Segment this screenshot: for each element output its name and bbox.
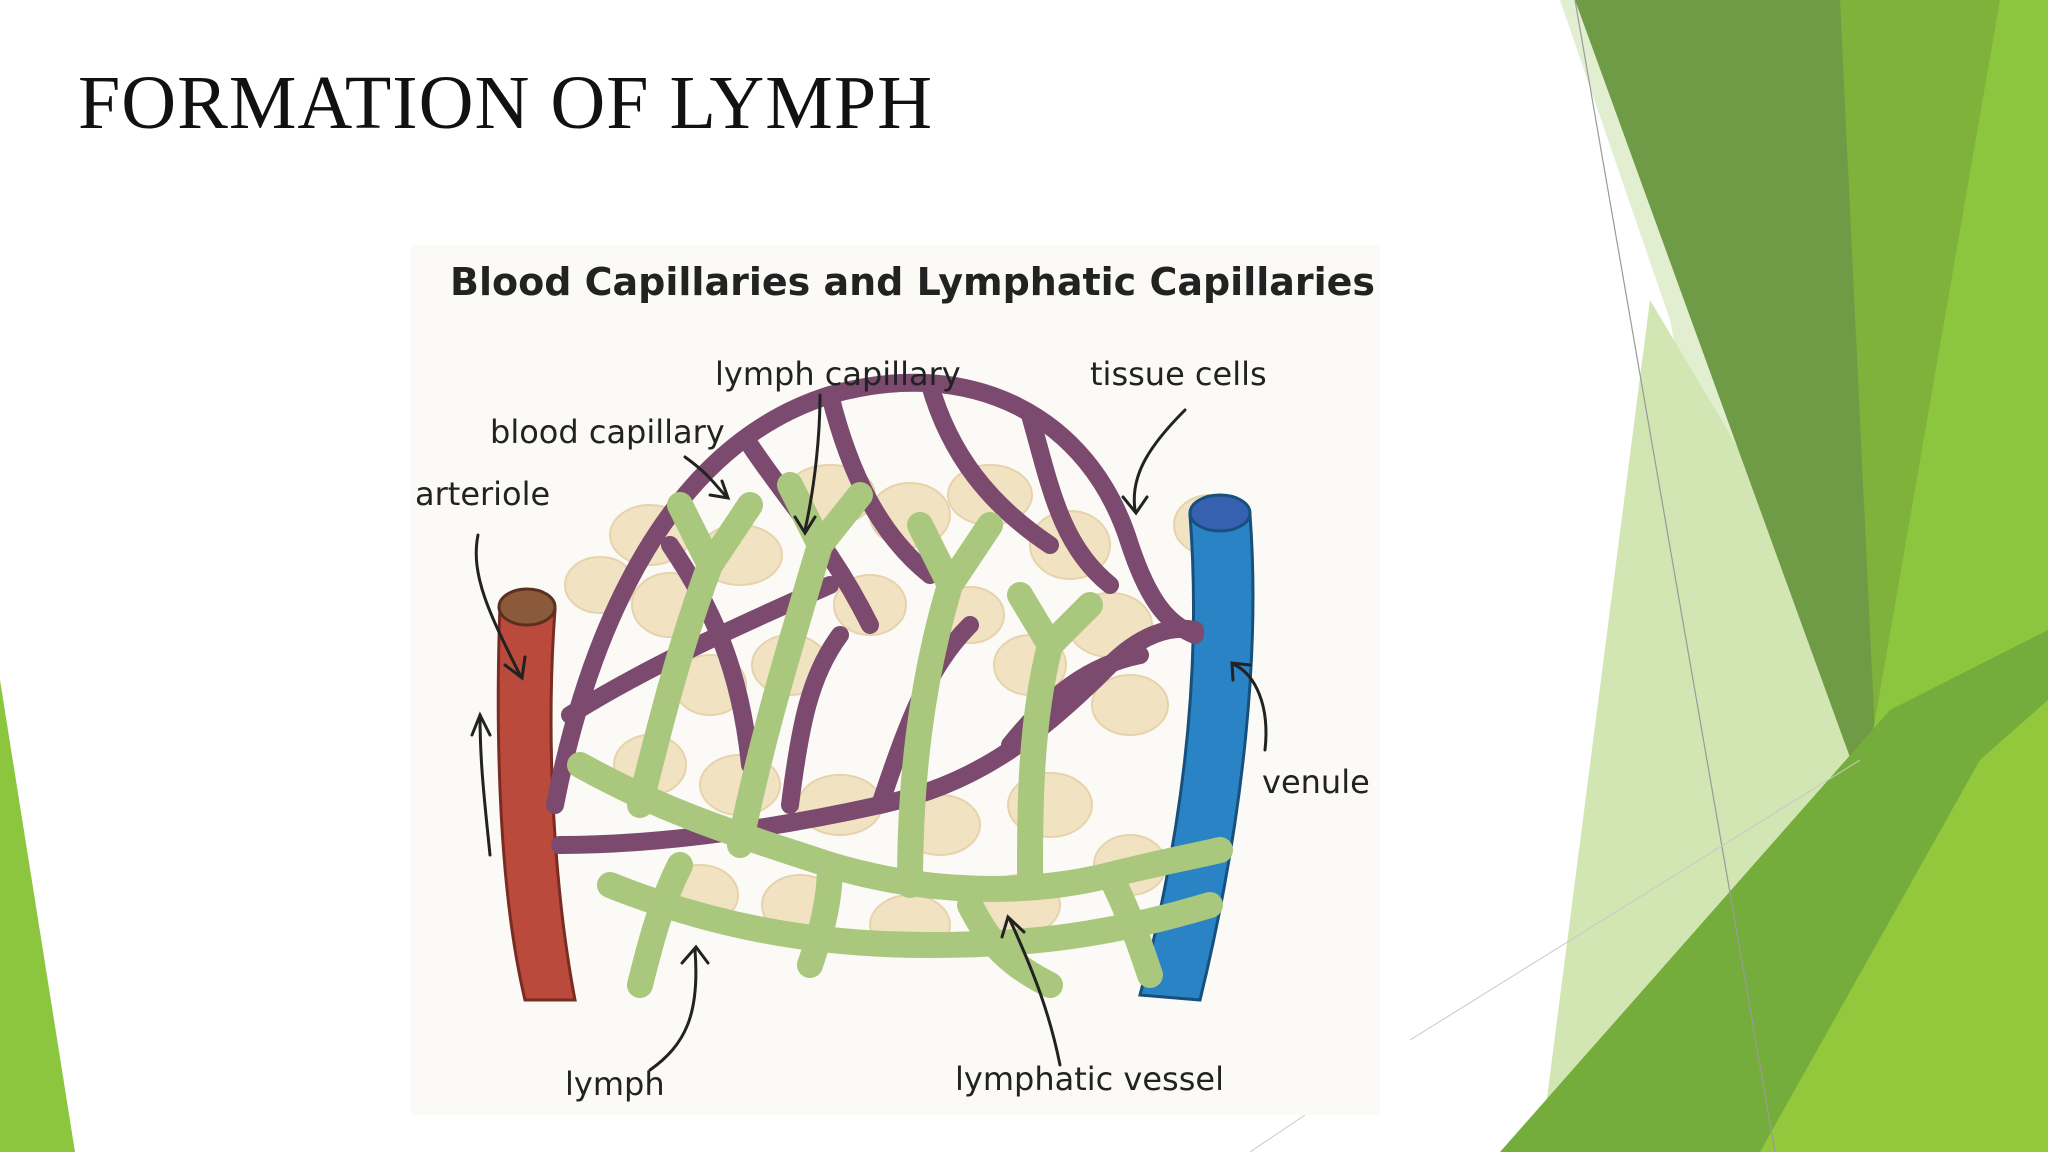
label-blood-capillary: blood capillary bbox=[490, 413, 725, 451]
venule-vessel bbox=[1138, 493, 1255, 1002]
left-green-wedge bbox=[0, 680, 75, 1152]
label-lymph: lymph bbox=[565, 1065, 665, 1103]
deco-line-2 bbox=[1409, 759, 1861, 1041]
label-arteriole: arteriole bbox=[415, 475, 550, 513]
label-lymph-capillary: lymph capillary bbox=[715, 355, 961, 393]
label-arrows bbox=[470, 393, 1268, 1072]
figure-title: Blood Capillaries and Lymphatic Capillar… bbox=[450, 260, 1375, 304]
right-dark-green-panel bbox=[1575, 0, 1920, 840]
arteriole-vessel bbox=[496, 587, 577, 1002]
lymph-capillary-network bbox=[567, 472, 1233, 998]
deco-line-1 bbox=[1574, 0, 1776, 1152]
slide-title: FORMATION OF LYMPH bbox=[78, 61, 933, 145]
bottom-bright-shape bbox=[1760, 700, 2048, 1152]
label-lymphatic-vessel: lymphatic vessel bbox=[955, 1060, 1224, 1098]
lymph-capillary-illustration: Blood Capillaries and Lymphatic Capillar… bbox=[410, 245, 1380, 1115]
label-venule: venule bbox=[1262, 763, 1370, 801]
label-tissue-cells: tissue cells bbox=[1090, 355, 1267, 393]
